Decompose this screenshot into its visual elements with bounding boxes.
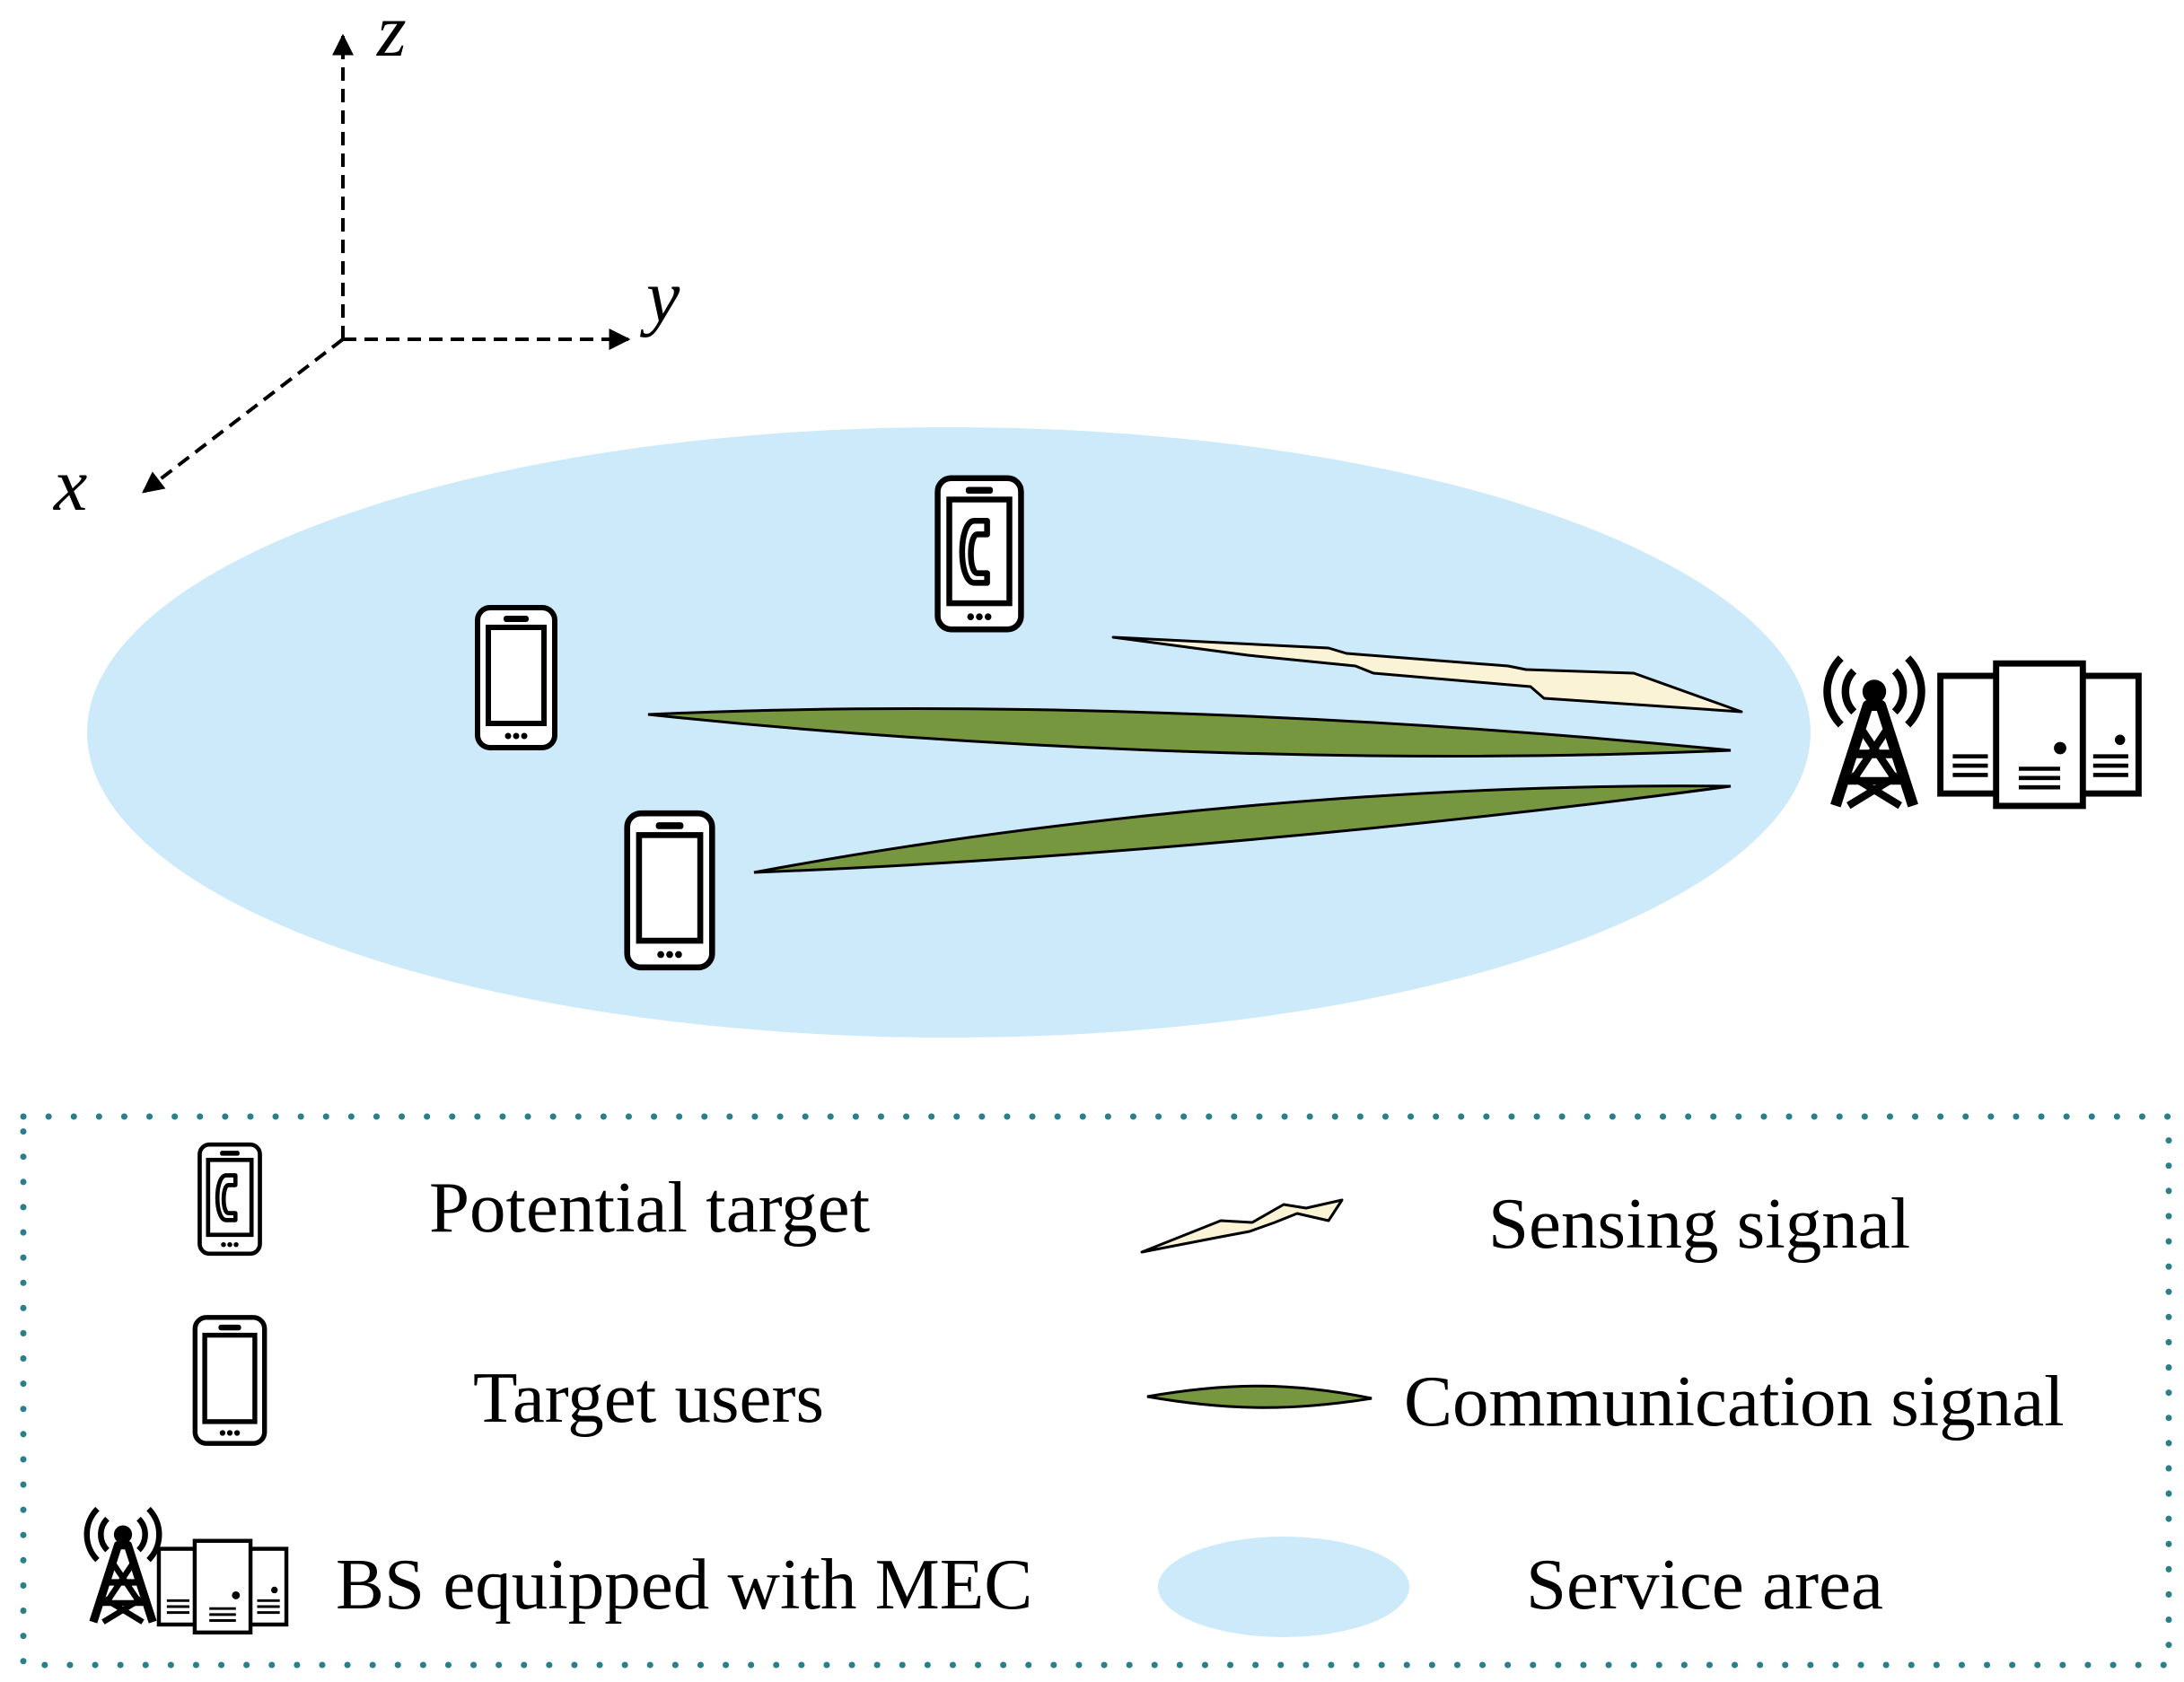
communication-signal-beam-lower: [753, 784, 1732, 874]
legend-service-area-icon: [1158, 1537, 1409, 1637]
legend-communication-signal-label: Communication signal: [1404, 1361, 2065, 1441]
legend-bs-mec-label: BS equipped with MEC: [336, 1544, 1032, 1625]
coordinate-axes: z y x: [52, 0, 680, 527]
legend-communication-signal-icon: [1146, 1384, 1373, 1409]
legend-potential-target-label: Potential target: [429, 1167, 871, 1248]
legend-potential-target-icon: [199, 1144, 259, 1254]
server-icon: [1941, 663, 2139, 806]
y-axis-label: y: [639, 255, 680, 338]
communication-signal-beam-upper: [647, 707, 1732, 758]
target-user-phone-icon: [478, 608, 555, 748]
legend-target-users-label: Target users: [473, 1357, 824, 1438]
legend: Potential target Target users BS equippe…: [87, 1144, 2065, 1637]
legend-border: [20, 1113, 2172, 1669]
potential-target-phone-icon: [938, 478, 1022, 629]
target-user-phone-icon: [627, 813, 713, 968]
legend-sensing-signal-label: Sensing signal: [1488, 1183, 1910, 1264]
legend-target-users-icon: [195, 1318, 264, 1443]
z-axis-label: z: [376, 0, 407, 73]
sensing-signal-beam: [1111, 635, 1743, 714]
x-axis: [142, 337, 345, 494]
legend-server-icon: [159, 1541, 286, 1633]
x-axis-label: x: [52, 443, 87, 527]
legend-sensing-signal-icon: [1140, 1198, 1344, 1254]
legend-service-area-label: Service area: [1526, 1544, 1883, 1625]
cell-tower-icon: [1827, 658, 1921, 805]
legend-tower-icon: [87, 1509, 160, 1622]
